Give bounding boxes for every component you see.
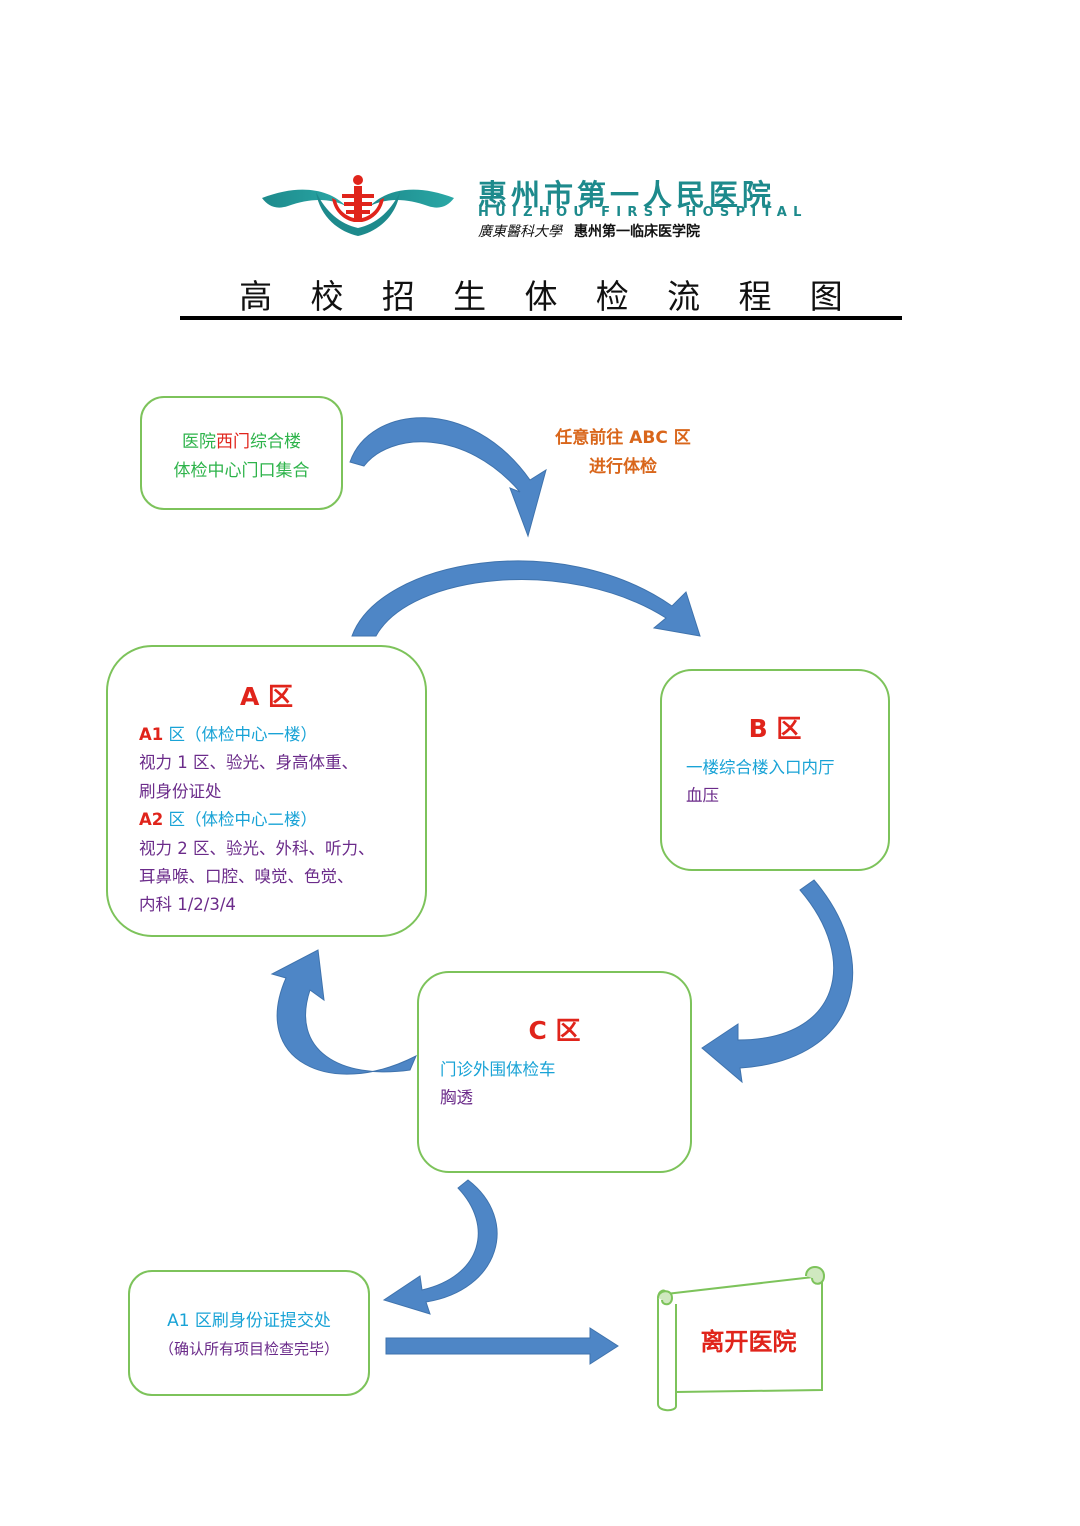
arrow-final-to-leave (385, 1327, 619, 1365)
zone-b-item: 血压 (686, 786, 719, 806)
title-char: 高 (239, 277, 273, 316)
zone-c-location: 门诊外围体检车 (440, 1060, 556, 1079)
route-note: 任意前往 ABC 区 进行体检 (548, 424, 698, 482)
zone-a1-location: 区（体检中心一楼） (163, 725, 318, 744)
zone-a2-items-1: 视力 2 区、验光、外科、听力、 (139, 838, 375, 858)
zone-b-title: B 区 (748, 714, 802, 743)
start-box: 医院西门综合楼 体检中心门口集合 (140, 396, 343, 510)
final-line-2: （确认所有项目检查完毕） (158, 1340, 339, 1358)
start-text-hospital: 医院 (182, 432, 216, 452)
zone-c-box: C 区 门诊外围体检车 胸透 (417, 971, 692, 1173)
route-note-line-2: 进行体检 (589, 457, 657, 477)
zone-a2-location: 区（体检中心二楼） (163, 810, 318, 830)
arrow-a-to-b (351, 560, 701, 637)
zone-a2-items-2: 耳鼻喉、口腔、嗅觉、色觉、 (139, 867, 354, 887)
title-char: 图 (809, 277, 843, 316)
arrow-c-to-a (270, 949, 418, 1075)
title-char: 体 (524, 277, 558, 316)
leave-hospital-label: 离开医院 (700, 1327, 797, 1356)
title-char: 生 (453, 277, 487, 316)
final-line-1: A1 区刷身份证提交处 (167, 1311, 331, 1331)
arrow-c-to-final (382, 1179, 498, 1315)
hospital-name-cn: 惠州市第一人民医院 (478, 178, 776, 212)
zone-a-box: A 区 A1 区（体检中心一楼） 视力 1 区、验光、身高体重、 刷身份证处 A… (106, 645, 427, 937)
title-char: 检 (595, 277, 629, 316)
zone-a2-heading: A2 区（体检中心二楼） (139, 806, 425, 834)
zone-a1-items-2: 刷身份证处 (139, 781, 222, 801)
zone-a1-items-1: 视力 1 区、验光、身高体重、 (139, 753, 358, 773)
college-name: 惠州第一临床医学院 (574, 224, 700, 240)
start-line-1: 医院西门综合楼 (142, 428, 341, 457)
zone-a-title: A 区 (239, 682, 294, 711)
start-text-building: 综合楼 (250, 432, 301, 452)
zone-a1-heading: A1 区（体检中心一楼） (139, 721, 425, 749)
title-char: 程 (738, 277, 772, 316)
arrow-start-to-zones (349, 417, 547, 538)
title-char: 校 (310, 277, 344, 316)
start-line-2: 体检中心门口集合 (173, 461, 310, 481)
hospital-logo-icon (262, 175, 454, 236)
hospital-affiliation: 廣東醫科大學惠州第一临床医学院 (478, 221, 700, 241)
title-char: 招 (381, 277, 415, 316)
page-title: 高 校 招 生 体 检 流 程 图 (180, 277, 902, 320)
final-checkpoint-box: A1 区刷身份证提交处 （确认所有项目检查完毕） (128, 1270, 370, 1396)
zone-c-title: C 区 (528, 1016, 581, 1045)
zone-a1-code: A1 (139, 725, 164, 744)
zone-a2-code: A2 (139, 810, 164, 830)
route-note-line-1: 任意前往 ABC 区 (555, 428, 691, 448)
scroll-shape (657, 1266, 826, 1412)
arrow-b-to-c (701, 879, 854, 1084)
start-text-west-gate: 西门 (216, 432, 250, 452)
title-char: 流 (667, 277, 701, 316)
zone-b-box: B 区 一楼综合楼入口内厅 血压 (660, 669, 890, 871)
zone-a2-items-3: 内科 1/2/3/4 (139, 895, 236, 915)
hospital-name-en: HUIZHOU FIRST HOSPITAL (478, 205, 808, 220)
zone-b-location: 一楼综合楼入口内厅 (686, 758, 835, 777)
zone-c-item: 胸透 (440, 1088, 473, 1108)
university-name: 廣東醫科大學 (478, 224, 562, 240)
